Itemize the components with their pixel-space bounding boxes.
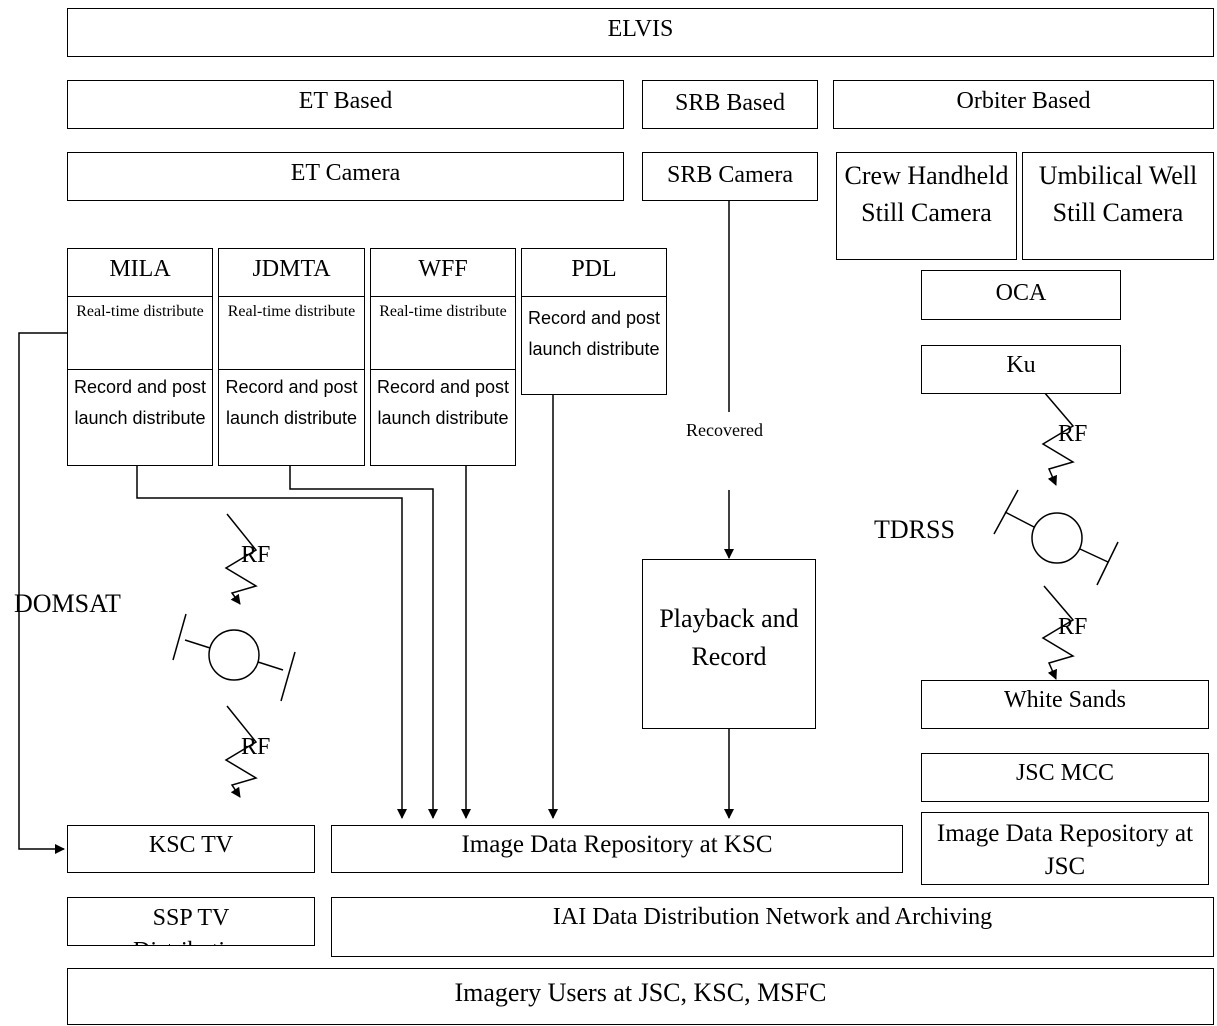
rf-zigzag-icon <box>224 705 258 798</box>
orbiter-based-box: Orbiter Based <box>833 80 1214 129</box>
tdrss-satellite-icon <box>993 489 1119 586</box>
jsc-repository-box: Image Data Repository at JSC <box>921 812 1209 885</box>
station-realtime-label: Real-time distribute <box>68 296 212 368</box>
crew-handheld-camera-box: Crew Handheld Still Camera <box>836 152 1017 260</box>
white-sands-box: White Sands <box>921 680 1209 729</box>
srb-camera-box: SRB Camera <box>642 152 818 201</box>
station-record-label: Record and post launch distribute <box>522 296 666 394</box>
et-camera-box: ET Camera <box>67 152 624 201</box>
station-pdl: PDL Record and post launch distribute <box>521 248 667 395</box>
elvis-box: ELVIS <box>67 8 1214 57</box>
station-record-label: Record and post launch distribute <box>68 369 212 465</box>
umbilical-well-camera-box: Umbilical Well Still Camera <box>1022 152 1214 260</box>
oca-box: OCA <box>921 270 1121 320</box>
imagery-users-box: Imagery Users at JSC, KSC, MSFC <box>67 968 1214 1025</box>
playback-record-box: Playback and Record <box>642 559 816 729</box>
mila-realtime-to-ksc-tv-connector <box>18 332 67 854</box>
rf-label-lower-left: RF <box>241 734 271 760</box>
station-name: MILA <box>109 256 171 282</box>
jsc-mcc-box: JSC MCC <box>921 753 1209 802</box>
station-record-label: Record and post launch distribute <box>219 369 364 465</box>
mila-record-to-ksc-repository-connector <box>136 466 407 819</box>
tdrss-label: TDRSS <box>874 515 955 544</box>
recovered-label: Recovered <box>686 420 763 440</box>
domsat-satellite-icon <box>172 613 296 702</box>
ku-box: Ku <box>921 345 1121 394</box>
srb-based-box: SRB Based <box>642 80 818 129</box>
station-name: PDL <box>571 256 617 282</box>
iai-network-box: IAI Data Distribution Network and Archiv… <box>331 897 1214 957</box>
rf-zigzag-icon <box>1041 391 1075 486</box>
et-based-box: ET Based <box>67 80 624 129</box>
station-realtime-label: Real-time distribute <box>371 296 515 368</box>
station-record-label: Record and post launch distribute <box>371 369 515 465</box>
rf-label-upper-right: RF <box>1058 421 1088 447</box>
jdmta-record-to-ksc-repository-connector <box>289 466 438 819</box>
domsat-label: DOMSAT <box>14 589 121 618</box>
station-realtime-label: Real-time distribute <box>219 296 364 368</box>
station-wff: WFF Real-time distribute Record and post… <box>370 248 516 466</box>
ksc-tv-box: KSC TV <box>67 825 315 873</box>
station-mila: MILA Real-time distribute Record and pos… <box>67 248 213 466</box>
station-name: JDMTA <box>252 256 331 282</box>
rf-label-lower-right: RF <box>1058 614 1088 640</box>
ssp-tv-distribution-box: SSP TV Distribution <box>67 897 315 946</box>
rf-zigzag-icon <box>1041 585 1075 680</box>
rf-zigzag-icon <box>224 513 258 605</box>
station-jdmta: JDMTA Real-time distribute Record and po… <box>218 248 365 466</box>
rf-label-upper-left: RF <box>241 542 271 568</box>
station-name: WFF <box>418 256 468 282</box>
ksc-repository-box: Image Data Repository at KSC <box>331 825 903 873</box>
